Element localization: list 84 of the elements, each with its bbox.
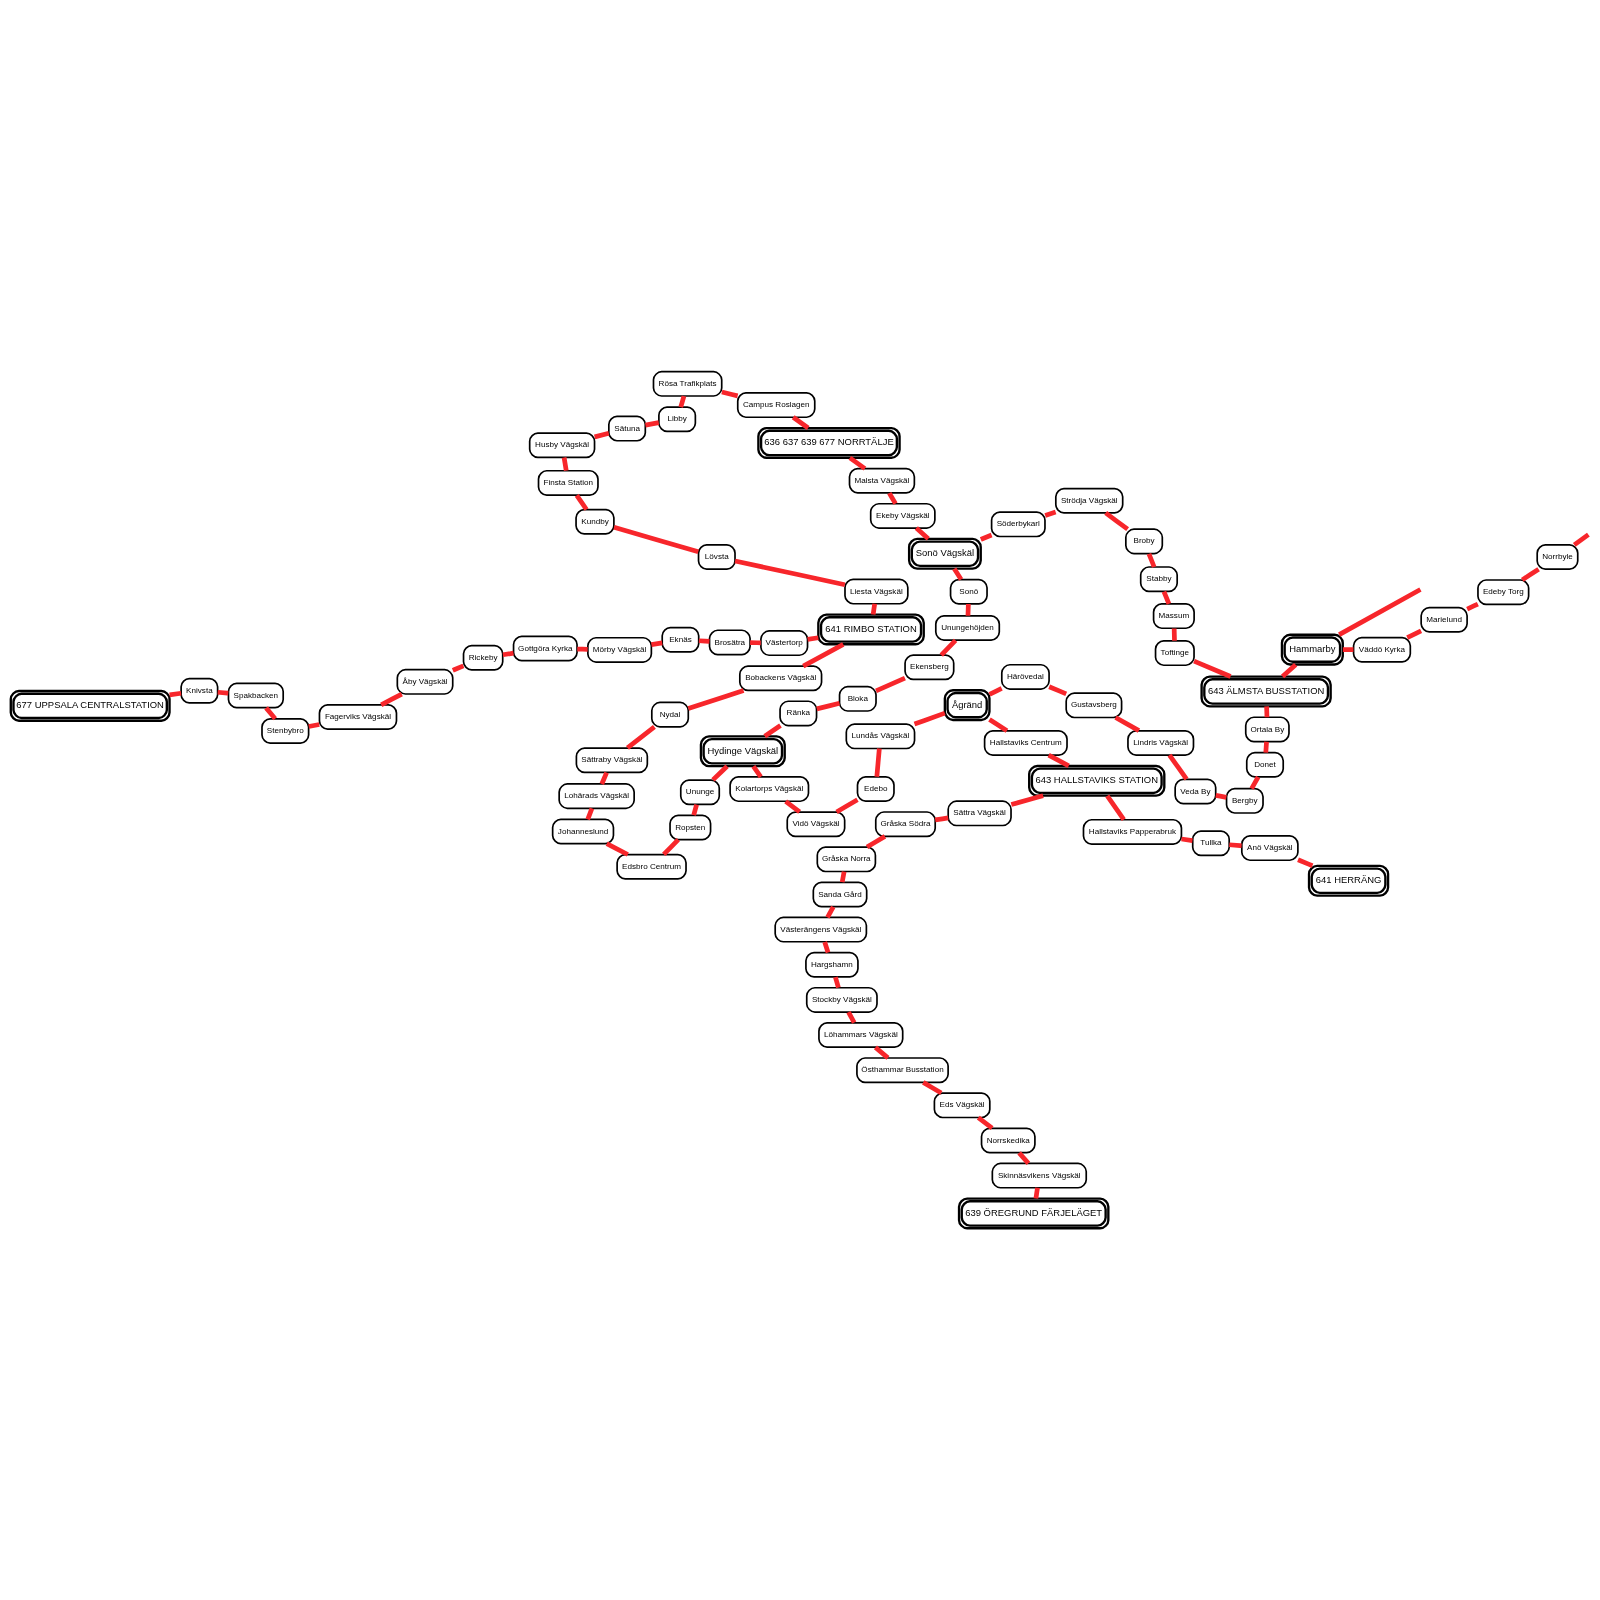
connector <box>835 797 859 815</box>
connector <box>870 603 878 615</box>
connector <box>939 638 958 657</box>
connector <box>1249 775 1261 790</box>
connector <box>1033 1187 1040 1199</box>
connector <box>734 558 846 588</box>
connector <box>914 526 930 541</box>
connector <box>169 690 182 698</box>
connector <box>1010 793 1044 807</box>
connector <box>1215 793 1227 800</box>
connector <box>380 691 403 707</box>
connector <box>802 642 845 669</box>
connector <box>1044 509 1057 518</box>
connector <box>807 635 819 642</box>
connector <box>750 640 761 646</box>
connector <box>791 415 810 430</box>
connector <box>875 675 906 693</box>
connector <box>626 725 656 750</box>
connector <box>1229 842 1242 849</box>
connector <box>839 871 847 883</box>
connector <box>816 701 841 712</box>
connector <box>979 532 993 542</box>
connector <box>308 722 320 729</box>
connector <box>1520 567 1540 582</box>
connector <box>585 807 595 821</box>
connector <box>848 455 867 471</box>
connector <box>613 525 699 554</box>
connector <box>678 395 687 408</box>
connector <box>1105 794 1126 821</box>
connector <box>934 815 949 823</box>
connector <box>691 803 699 816</box>
connector <box>1297 857 1314 868</box>
connector <box>988 717 1009 733</box>
connector <box>687 688 745 711</box>
connector <box>1171 628 1177 641</box>
connector <box>822 941 831 954</box>
connector <box>1193 659 1232 679</box>
connector <box>1466 601 1479 612</box>
connector <box>913 710 946 727</box>
connector <box>721 389 739 399</box>
connector <box>1017 1151 1031 1165</box>
connector <box>1263 741 1269 753</box>
connector <box>645 420 660 428</box>
connector <box>846 1011 857 1024</box>
connector <box>1167 753 1189 781</box>
connector <box>599 771 609 785</box>
connector <box>1280 662 1298 679</box>
connector <box>763 723 782 739</box>
connector <box>1181 836 1193 843</box>
connector <box>1406 628 1423 640</box>
connector <box>605 841 629 857</box>
connector <box>751 764 763 779</box>
connector <box>1146 552 1157 568</box>
connector <box>502 650 514 658</box>
connector <box>217 689 229 696</box>
connector <box>887 491 898 505</box>
connector <box>711 764 729 782</box>
connector <box>865 834 887 850</box>
connector <box>873 1045 890 1060</box>
connector <box>577 646 588 652</box>
connector <box>561 457 569 471</box>
connector <box>922 1080 943 1096</box>
connector <box>574 493 589 511</box>
connector <box>1264 706 1270 718</box>
connector <box>662 838 680 857</box>
connector <box>825 905 836 919</box>
connector <box>784 799 802 814</box>
connector <box>1114 715 1141 733</box>
connector <box>874 748 882 777</box>
connector <box>451 663 465 673</box>
connector <box>698 638 710 644</box>
connector <box>1048 684 1068 696</box>
connector <box>965 603 971 616</box>
connector <box>833 976 841 989</box>
connector <box>1047 753 1070 768</box>
connector <box>594 430 610 440</box>
connector <box>952 567 964 581</box>
connector <box>976 1115 994 1131</box>
connector <box>1342 647 1354 653</box>
connector <box>1161 590 1172 605</box>
connector <box>988 686 1003 697</box>
connector <box>1104 511 1130 532</box>
connector <box>651 640 663 647</box>
connector <box>264 706 277 721</box>
